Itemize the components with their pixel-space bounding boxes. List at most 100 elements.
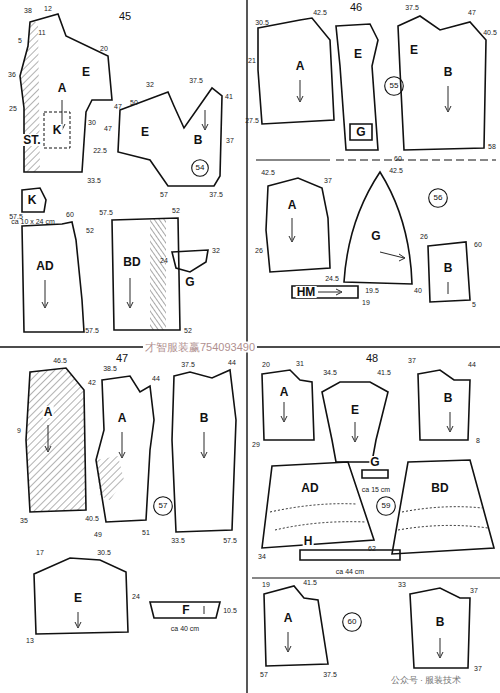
- dimension-number: 32: [146, 81, 154, 88]
- piece-outline: [94, 374, 156, 524]
- piece-letter: E: [353, 48, 363, 60]
- dimension-number: 21: [248, 57, 256, 64]
- dimension-number: 60: [66, 211, 74, 218]
- piece-letter: K: [27, 194, 38, 206]
- dimension-number: 47: [468, 9, 476, 16]
- dimension-number: 37.5: [189, 77, 203, 84]
- dimension-number: 52: [172, 207, 180, 214]
- outline: [410, 588, 470, 668]
- sheet-number: 60: [347, 618, 358, 626]
- dimension-number: 10.5: [223, 607, 237, 614]
- piece-letter: G: [355, 126, 366, 138]
- piece-letter: A: [117, 412, 128, 424]
- sheet-number-circle: 60: [342, 612, 362, 632]
- outline: [392, 460, 494, 554]
- dimension-number: 24: [160, 257, 168, 264]
- dimension-number: 40.5: [483, 29, 497, 36]
- dimension-number: 44: [152, 375, 160, 382]
- pattern-piece: A: [256, 16, 336, 126]
- piece-letter: B: [443, 262, 454, 274]
- pattern-piece: F: [148, 600, 222, 620]
- pattern-piece: A: [262, 584, 330, 668]
- dimension-number: 57.5: [223, 537, 237, 544]
- dimension-number: 37.5: [323, 671, 337, 678]
- watermark: 才智服装赢754093490: [143, 342, 257, 353]
- dimension-number: 34.5: [323, 369, 337, 376]
- dimension-number: 47: [104, 125, 112, 132]
- outline: [377, 497, 396, 516]
- sheet-number-circle: 56: [428, 188, 448, 208]
- outline: [266, 178, 330, 272]
- piece-letter: A: [57, 82, 68, 94]
- dimension-number: 47: [114, 103, 122, 110]
- piece-letter: E: [350, 404, 360, 416]
- dimension-number: 32: [212, 247, 220, 254]
- pattern-piece: BD: [110, 216, 182, 332]
- dimension-number: 37: [408, 357, 416, 364]
- piece-outline: [20, 220, 86, 334]
- dimension-number: 57.5: [85, 327, 99, 334]
- outline: [262, 370, 314, 440]
- outline: [350, 124, 372, 140]
- dimension-number: 20: [262, 361, 270, 368]
- sheet-number-circle: 57: [153, 496, 173, 516]
- piece-outline: [170, 368, 238, 534]
- outline: [262, 462, 374, 548]
- pattern-piece: H: [298, 548, 402, 562]
- dimension-number: 35: [20, 517, 28, 524]
- piece-letter: B: [443, 66, 454, 78]
- pattern-piece: K: [44, 112, 70, 148]
- outline: [22, 188, 46, 212]
- piece-letter: H: [303, 535, 314, 547]
- pattern-piece: B: [416, 366, 472, 442]
- outline: [172, 250, 208, 272]
- pattern-piece: G: [342, 168, 414, 286]
- piece-letter: A: [287, 199, 298, 211]
- piece-letter: ST.: [22, 134, 41, 146]
- piece-letter: AD: [300, 482, 319, 494]
- pattern-piece: B: [408, 586, 472, 670]
- dimension-number: 27.5: [245, 117, 259, 124]
- size-note: ca 15 cm: [362, 486, 390, 493]
- piece-letter: A: [279, 386, 290, 398]
- piece-outline: [24, 366, 88, 514]
- piece-letter: G: [184, 276, 195, 288]
- dimension-number: 60: [474, 241, 482, 248]
- dimension-number: 57: [160, 191, 168, 198]
- piece-letter: BD: [430, 482, 449, 494]
- dimension-number: 62: [368, 545, 376, 552]
- outline: [344, 172, 412, 284]
- dimension-number: 8: [476, 437, 480, 444]
- outline: [34, 558, 128, 634]
- figure-number: 48: [366, 353, 378, 364]
- piece-outline: [360, 468, 390, 480]
- dimension-number: 40: [414, 287, 422, 294]
- dimension-number: 52: [86, 227, 94, 234]
- outline: [44, 112, 70, 148]
- pattern-piece: A: [264, 176, 332, 274]
- piece-letter: A: [43, 406, 54, 418]
- dimension-number: 37: [474, 665, 482, 672]
- pattern-piece: B: [170, 368, 238, 534]
- pattern-piece: B: [426, 240, 472, 304]
- piece-outline: [320, 378, 390, 464]
- pattern-piece: E: [32, 556, 130, 636]
- piece-letter: B: [443, 392, 454, 404]
- pattern-piece: G: [348, 122, 374, 142]
- dimension-number: 50: [130, 99, 138, 106]
- dimension-number: 30.5: [255, 19, 269, 26]
- piece-outline: [416, 366, 472, 442]
- pattern-piece: K: [20, 186, 48, 214]
- dimension-number: 38.5: [103, 365, 117, 372]
- dimension-number: 24.5: [325, 275, 339, 282]
- dimension-number: 13: [26, 637, 34, 644]
- piece-letter: A: [283, 612, 294, 624]
- pattern-piece: HM: [290, 284, 360, 300]
- dimension-number: 19: [362, 299, 370, 306]
- outline: [22, 222, 84, 332]
- outline: [264, 586, 328, 666]
- dimension-number: 19: [262, 581, 270, 588]
- pattern-piece: A: [24, 366, 88, 514]
- figure-number: 47: [116, 353, 128, 364]
